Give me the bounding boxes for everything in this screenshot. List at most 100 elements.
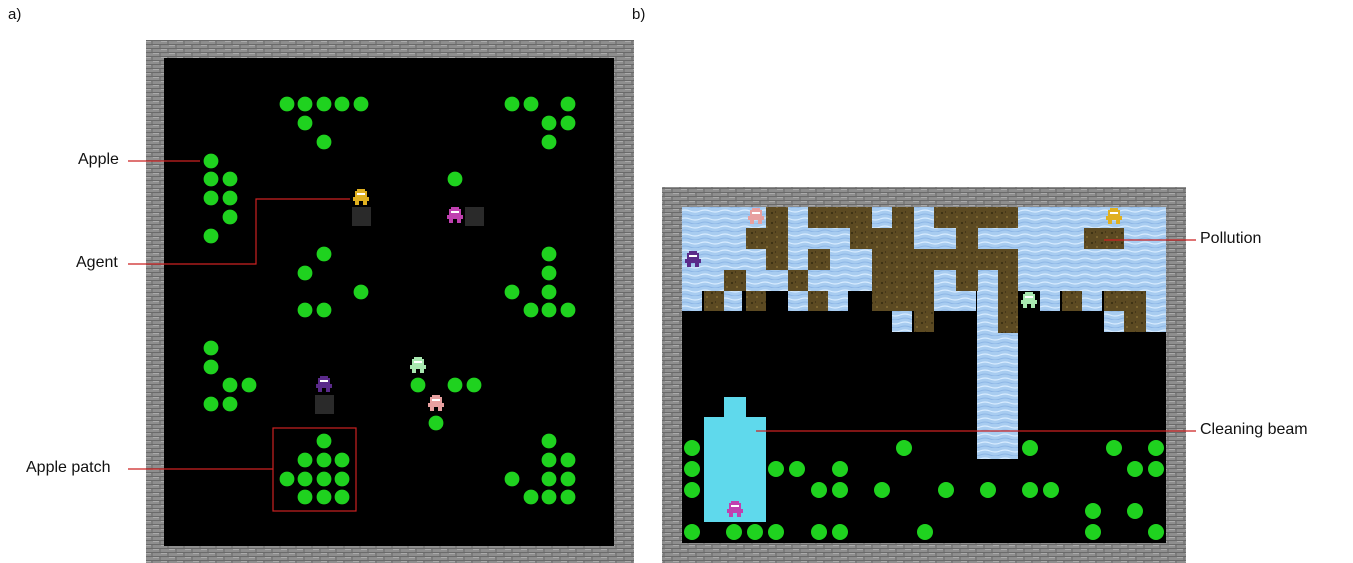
apple-icon [505, 97, 520, 112]
apple-icon [505, 472, 520, 487]
apple-icon [317, 472, 332, 487]
apple-icon [429, 416, 444, 431]
apple-icon [1022, 440, 1038, 456]
apple-icon [204, 154, 219, 169]
apple-icon [684, 524, 700, 540]
apple-icon [204, 397, 219, 412]
apple-icon [1106, 440, 1122, 456]
apple-icon [768, 461, 784, 477]
apple-icon [561, 453, 576, 468]
apple-icon [561, 490, 576, 505]
apple-icon [335, 472, 350, 487]
apple-icon [280, 97, 295, 112]
apple-icon [938, 482, 954, 498]
apple-icon [542, 453, 557, 468]
apple-icon [811, 482, 827, 498]
apple-icon [832, 461, 848, 477]
apple-icon [223, 172, 238, 187]
apple-icon [298, 266, 313, 281]
apple-icon [317, 453, 332, 468]
apple-icon [542, 490, 557, 505]
apple-icon [204, 172, 219, 187]
apple-icon [1148, 440, 1164, 456]
apple-icon [1127, 503, 1143, 519]
apple-icon [242, 378, 257, 393]
apple-icon [561, 472, 576, 487]
apple-icon [317, 135, 332, 150]
apple-icon [298, 453, 313, 468]
apple-icon [223, 378, 238, 393]
apple-icon [1022, 482, 1038, 498]
apple-icon [335, 490, 350, 505]
apple-icon [298, 303, 313, 318]
apple-icon [354, 97, 369, 112]
apple-icon [298, 97, 313, 112]
apple-icon [204, 341, 219, 356]
apple-icon [448, 378, 463, 393]
apple-icon [223, 191, 238, 206]
apple-icon [204, 360, 219, 375]
apple-icon [747, 524, 763, 540]
apple-icon [298, 116, 313, 131]
apple-icon [335, 97, 350, 112]
apple-icon [684, 440, 700, 456]
apple-icon [542, 303, 557, 318]
panel-a-map [128, 40, 634, 563]
apple-icon [223, 210, 238, 225]
apple-icon [317, 434, 332, 449]
apple-icon [524, 303, 539, 318]
apple-icon [561, 116, 576, 131]
apple-icon [524, 97, 539, 112]
apple-icon [1127, 461, 1143, 477]
apple-icon [832, 524, 848, 540]
apple-icon [1043, 482, 1059, 498]
apple-callout: Apple [78, 151, 119, 169]
apple-icon [317, 303, 332, 318]
apple-icon [542, 285, 557, 300]
apple-icon [1148, 461, 1164, 477]
apple-icon [874, 482, 890, 498]
agent-callout: Agent [76, 254, 118, 272]
pollution-callout: Pollution [1200, 230, 1261, 248]
apple-icon [726, 524, 742, 540]
apple-icon [1085, 524, 1101, 540]
apple-icon [298, 472, 313, 487]
apple-icon [542, 116, 557, 131]
apple-icon [223, 397, 238, 412]
apple-icon [768, 524, 784, 540]
apple-icon [684, 482, 700, 498]
apple-icon [505, 285, 520, 300]
apple-icon [811, 524, 827, 540]
apple-icon [204, 191, 219, 206]
apple-icon [524, 490, 539, 505]
apple-icon [411, 378, 426, 393]
apple-icon [354, 285, 369, 300]
apple-icon [789, 461, 805, 477]
apple-icon [280, 472, 295, 487]
apple-icon [561, 97, 576, 112]
apple-icon [684, 461, 700, 477]
apple-icon [317, 247, 332, 262]
apple-icon [561, 303, 576, 318]
apple-icon [317, 490, 332, 505]
apple-icon [335, 453, 350, 468]
apple-icon [832, 482, 848, 498]
cleaning-beam-callout: Cleaning beam [1200, 421, 1308, 439]
apple-icon [542, 472, 557, 487]
apple-icon [298, 490, 313, 505]
apple-icon [204, 229, 219, 244]
apple-icon [980, 482, 996, 498]
apple-icon [896, 440, 912, 456]
apple-icon [1148, 524, 1164, 540]
apple-icon [467, 378, 482, 393]
apple-icon [542, 434, 557, 449]
apple-patch-callout: Apple patch [26, 459, 111, 477]
apple-icon [917, 524, 933, 540]
apple-icon [317, 97, 332, 112]
panel-b-map [662, 187, 1196, 563]
apple-icon [542, 266, 557, 281]
apple-icon [448, 172, 463, 187]
apple-icon [542, 247, 557, 262]
apple-icon [542, 135, 557, 150]
